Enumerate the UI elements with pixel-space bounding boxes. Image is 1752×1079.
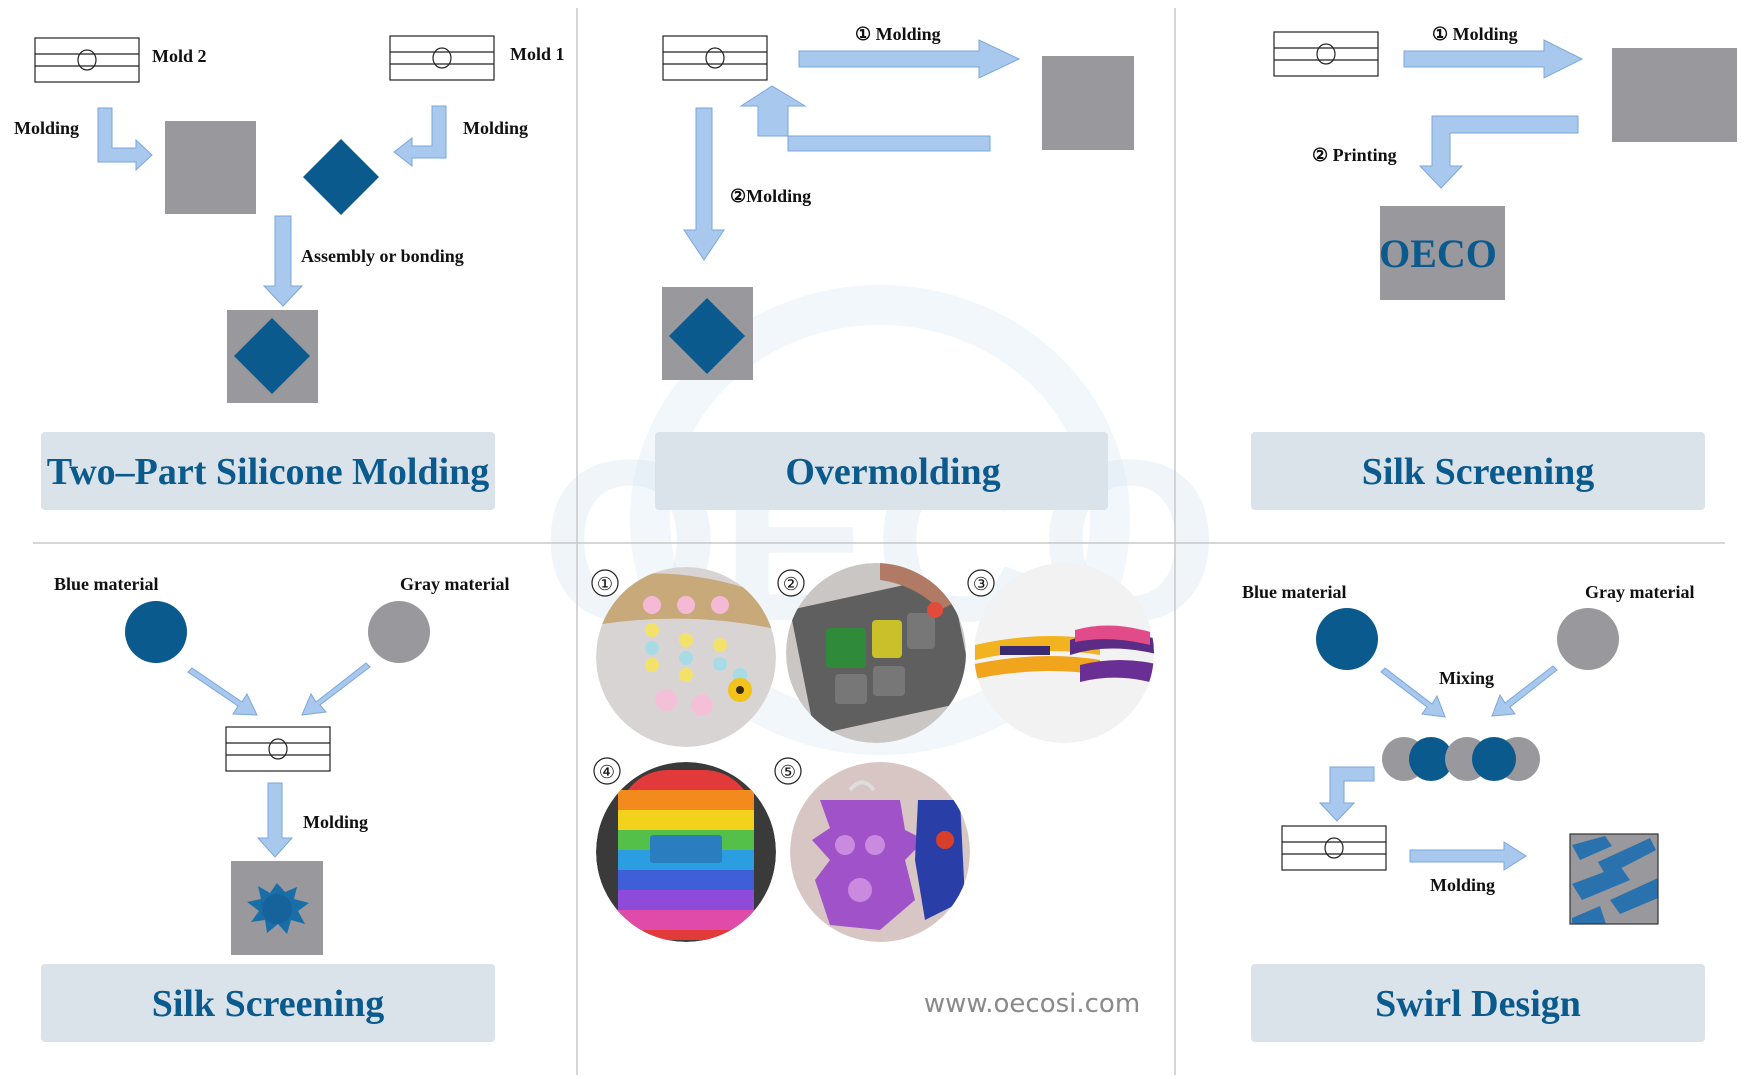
marker-4 [593,757,621,785]
arrow-diag-right [1380,667,1446,718]
gray-square [1042,56,1134,150]
molding-label: Molding [303,812,368,832]
panel-product-examples: ① ② ③ [591,563,1154,1019]
panel-dividers [33,8,1725,1075]
panel-title: Overmolding [785,451,1000,493]
gray-material-dot [368,601,430,663]
panel-swirl-design: Blue material Gray material Mixing Moldi… [1242,582,1705,1042]
photo-pacifier-clips [596,567,776,747]
mold-icon [1281,825,1387,871]
blue-material-dot [125,601,187,663]
swirl-result-border [1569,833,1659,925]
step2-label: ② Printing [1312,145,1397,165]
molding-left-label: Molding [14,118,79,138]
panel-title: Two–Part Silicone Molding [47,451,490,493]
gray-material-label: Gray material [400,574,509,594]
ink-splatter [247,883,309,934]
panel-overmolding: ① Molding ②Molding Overmolding [655,24,1134,510]
panel-title: Silk Screening [1362,451,1595,493]
step1-label: ① Molding [855,24,941,44]
mold-icon [662,35,768,81]
title-box [655,432,1108,510]
title-box [41,964,495,1042]
marker-2 [777,569,805,597]
mold-1-label: Mold 1 [510,44,565,64]
title-box [41,432,495,510]
title-box [1251,432,1705,510]
marker-3-label: ③ [973,574,989,594]
arrow-bend-left [393,105,447,168]
printed-gray-rect [1380,206,1505,300]
mold-icon [1273,31,1379,77]
arrow-diag-right [187,667,258,716]
gray-material-label: Gray material [1585,582,1694,602]
mold-2-icon [34,37,140,83]
marker-5-label: ⑤ [780,762,796,782]
blue-material-dot [1316,608,1378,670]
result-blue-diamond [669,298,745,374]
arrow-bend-right [97,107,153,172]
step2-label: ②Molding [730,186,811,206]
panel-silk-screening-bottom: Blue material Gray material Molding Silk… [41,574,509,1042]
printed-logo: OECO [1379,231,1497,276]
marker-4-label: ④ [599,762,615,782]
arrow-down-step2 [683,107,725,261]
arrow-down-assembly [262,215,304,307]
blue-material-label: Blue material [1242,582,1346,602]
assembled-blue-diamond [234,318,310,394]
panel-title: Silk Screening [152,983,385,1025]
photo-pop-fidget [596,762,776,942]
mold-icon [225,726,331,772]
arrow-diag-left [301,662,371,716]
gray-square [165,121,256,214]
mixing-label: Mixing [1439,668,1494,688]
photo-fidget-keychains [790,762,970,942]
title-box [1251,964,1705,1042]
assembly-label: Assembly or bonding [301,246,464,266]
marker-5 [774,757,802,785]
arrow-bend-down [1318,766,1375,822]
panel-two-part-molding: Mold 2 Mold 1 Molding Molding Assembly o… [14,35,565,510]
arrow-down-molding [256,782,294,858]
website-url: www.oecosi.com [924,989,1140,1019]
swirl-result-square [1570,834,1658,924]
marker-1 [591,569,619,597]
step1-label: ① Molding [1432,24,1518,44]
panel-silk-screening-top: ① Molding ② Printing OECO Silk Screening [1251,24,1737,510]
mold-1-icon [389,35,495,81]
mixed-material-dots [1382,737,1540,781]
photo-wristbands [974,563,1154,743]
marker-1-label: ① [597,574,613,594]
marker-3 [967,569,995,597]
molding-label: Molding [1430,875,1495,895]
photo-keypad [786,563,966,743]
molding-right-label: Molding [463,118,528,138]
mold-2-label: Mold 2 [152,46,207,66]
marker-2-label: ② [783,574,799,594]
arrow-right-molding [1409,841,1527,871]
arrow-diag-left [1491,665,1558,717]
arrow-bend-down-printing [1418,115,1579,189]
gray-material-dot [1557,608,1619,670]
blue-material-label: Blue material [54,574,158,594]
panel-title: Swirl Design [1375,983,1581,1025]
arrow-right-step1 [1403,39,1584,79]
blue-diamond [303,139,379,215]
arrow-right-step1 [798,39,1021,79]
gray-rect [1612,48,1737,142]
arrow-return-up [739,85,991,152]
